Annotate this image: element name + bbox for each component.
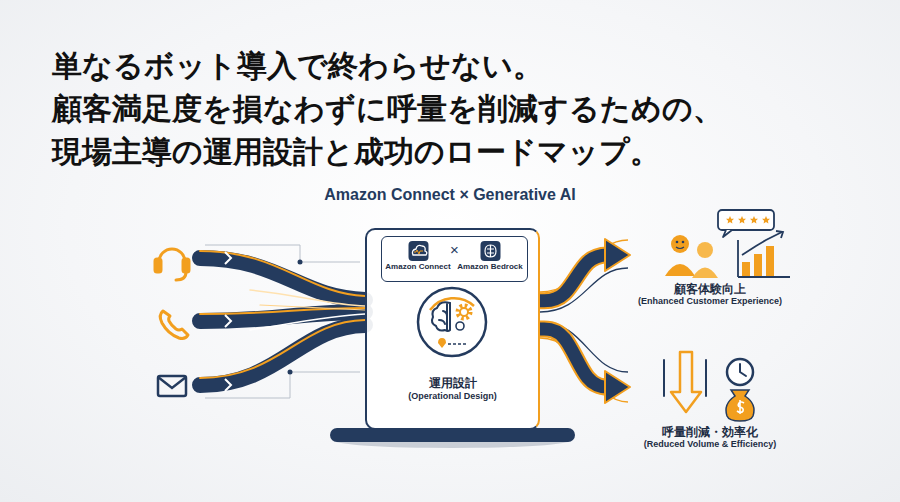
design-frame: Amazon ConnectAmazon Bedrock × 運用設計(Operat…	[365, 228, 540, 430]
node-subtext: (Reduced Volume & Efficiency)	[630, 439, 790, 450]
node-subtext: (Enhanced Customer Experience)	[630, 296, 790, 307]
connector-outline	[540, 329, 612, 387]
service-box: Amazon ConnectAmazon Bedrock ×	[381, 236, 528, 282]
node-heading: 呼量削減・効率化	[630, 425, 790, 439]
text-group: Amazon Bedrock	[453, 262, 527, 272]
connector-outline	[540, 255, 612, 301]
outcome-group: 呼量削減・効率化(Reduced Volume & Efficiency)	[630, 345, 790, 455]
service-icon: Amazon Bedrock	[453, 239, 527, 279]
node-heading: Amazon Bedrock	[453, 262, 527, 272]
flow-arrow	[540, 255, 612, 301]
page-title: 単なるボット導入で終わらせない。 顧客満足度を損なわずに呼量を削減するための、 …	[52, 44, 822, 173]
node-heading: Amazon Connect	[381, 262, 455, 272]
text-group: 顧客体験向上(Enhanced Customer Experience)	[630, 282, 790, 308]
subtitle: Amazon Connect × Generative AI	[0, 186, 900, 204]
node-heading: 運用設計	[367, 376, 538, 391]
outcome-group: 顧客体験向上(Enhanced Customer Experience)	[630, 200, 790, 315]
text-group: Amazon Connect	[381, 262, 455, 272]
text-group: ×	[382, 241, 527, 260]
service-icon: Amazon Connect	[381, 239, 455, 279]
text-group: 運用設計(Operational Design)	[367, 376, 538, 402]
flow-arrow	[540, 329, 612, 387]
node-heading: ×	[382, 241, 527, 260]
text-group: 呼量削減・効率化(Reduced Volume & Efficiency)	[630, 425, 790, 451]
node-heading: 顧客体験向上	[630, 282, 790, 296]
node-subtext: (Operational Design)	[367, 391, 538, 402]
